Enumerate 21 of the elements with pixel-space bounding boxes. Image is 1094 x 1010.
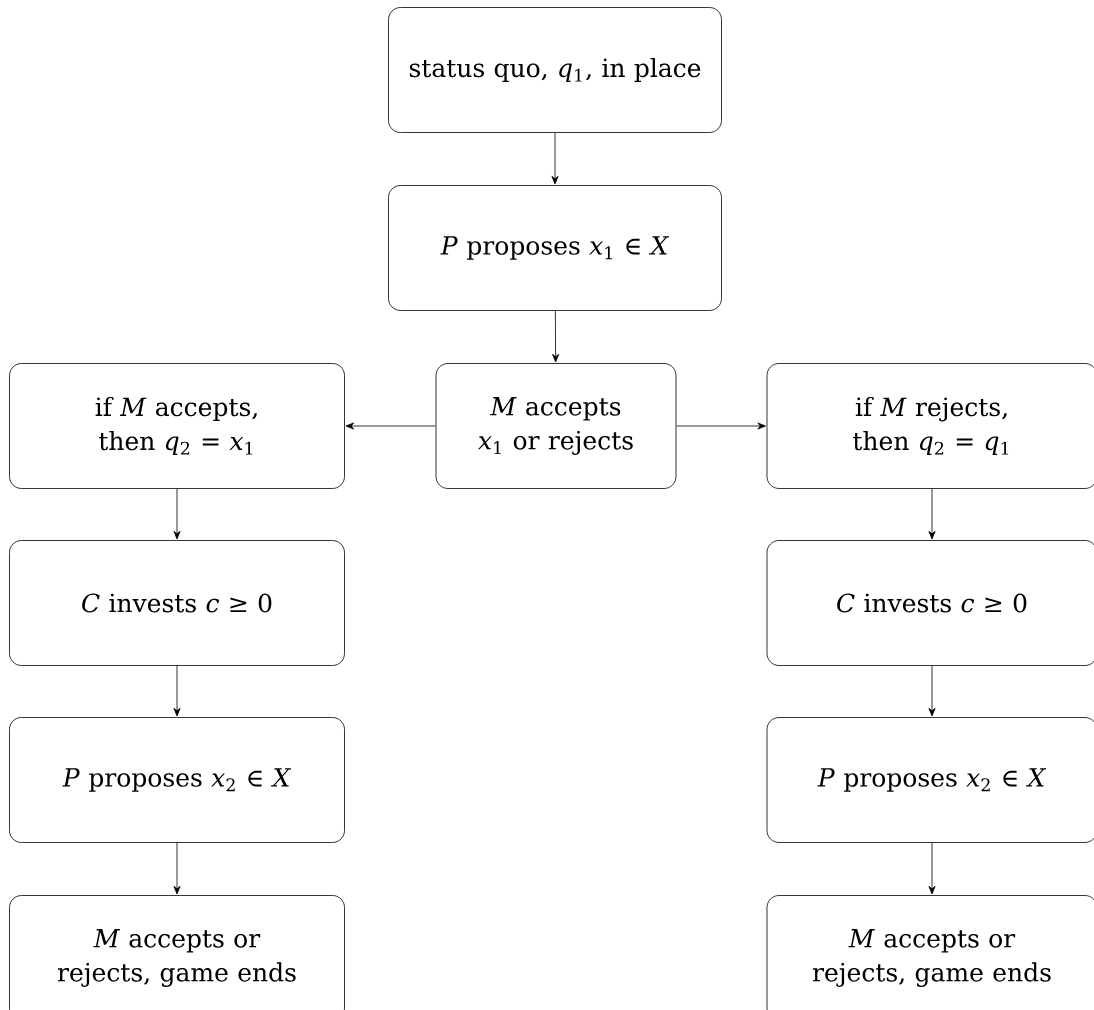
arrow [928,488,936,540]
arrow [345,422,436,430]
arrow [551,132,559,185]
arrow [173,488,181,540]
process-box: C invests c ≥ 0 [766,540,1094,666]
process-box: M accepts or rejects, game ends [766,895,1094,1010]
process-box: M accepts or rejects, game ends [9,895,345,1010]
process-box: if M rejects, then q$_{2}$ = q$_{1}$ [766,363,1094,489]
process-box: P proposes x$_{2}$ ∈ X [9,717,345,843]
process-box: C invests c ≥ 0 [9,540,345,666]
process-box: M accepts x$_{1}$ or rejects [435,363,677,489]
process-box: P proposes x$_{2}$ ∈ X [766,717,1094,843]
process-box: if M accepts, then q$_{2}$ = x$_{1}$ [9,363,345,489]
arrow [173,842,181,895]
arrow [552,310,560,363]
arrow [173,665,181,717]
process-box: status quo, q$_{1}$, in place [388,7,722,133]
arrow [928,842,936,895]
process-box: P proposes x$_{1}$ ∈ X [388,185,722,311]
arrow [676,422,766,430]
arrow [928,665,936,717]
